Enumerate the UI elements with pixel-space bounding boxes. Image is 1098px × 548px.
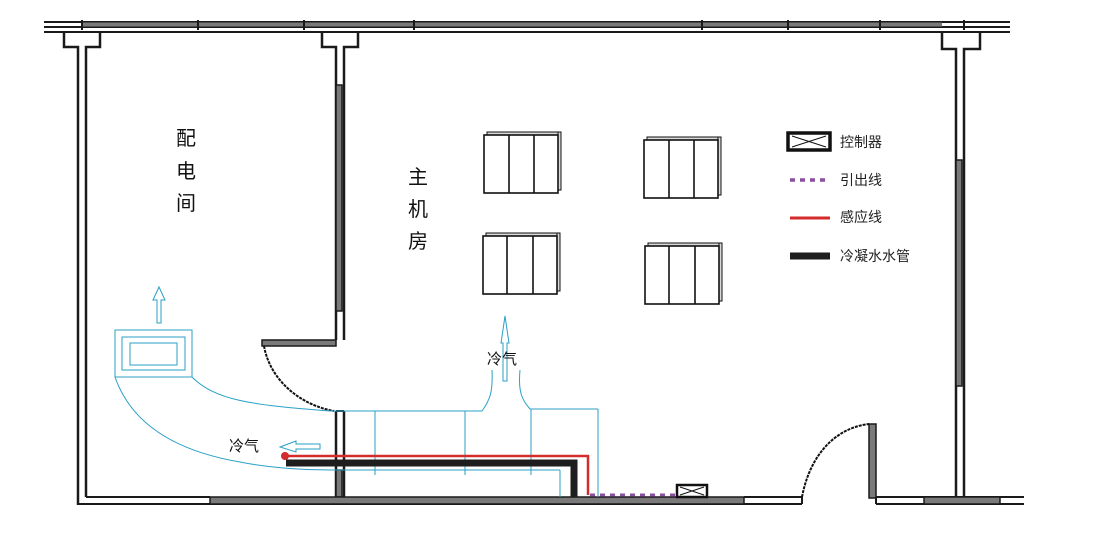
column-right [940, 33, 982, 497]
center-up-arrow-icon [500, 315, 510, 382]
svg-text:机: 机 [408, 197, 428, 221]
top-exterior-wall [44, 20, 1010, 33]
server-rack-3[interactable] [482, 232, 561, 295]
svg-text:引出线: 引出线 [840, 173, 882, 189]
air-duct [114, 369, 599, 497]
svg-text:房: 房 [408, 229, 428, 253]
cold-air-label-left: 冷气 [229, 437, 259, 455]
svg-text:电: 电 [176, 159, 196, 183]
legend-item-sensing-line: 感应线 [790, 209, 882, 226]
door-swing-distribution [263, 345, 335, 412]
svg-text:感应线: 感应线 [840, 209, 882, 226]
cold-air-label-center: 冷气 [487, 350, 517, 368]
server-rack-1[interactable] [483, 131, 562, 194]
room-label-main: 主 机 房 [408, 165, 428, 253]
bottom-exterior-wall [78, 423, 1024, 505]
partition-lower [334, 410, 346, 498]
air-conditioner-unit[interactable] [114, 329, 193, 378]
sensing-line [285, 454, 590, 495]
ac-up-arrow-icon [152, 285, 166, 324]
left-arrow-icon [278, 440, 321, 453]
legend-item-condensate-pipe: 冷凝水水管 [790, 249, 910, 265]
svg-text:冷凝水水管: 冷凝水水管 [840, 249, 910, 265]
svg-text:主: 主 [408, 165, 428, 189]
condensate-pipe [286, 459, 578, 497]
server-rack-4[interactable] [644, 242, 723, 305]
column-middle [320, 33, 360, 340]
server-rack-2[interactable] [643, 136, 722, 199]
room-label-distribution: 配 电 间 [176, 126, 196, 215]
partition-door-wall [261, 310, 345, 347]
svg-text:配: 配 [176, 126, 196, 150]
sensor-dot [281, 452, 289, 460]
svg-text:间: 间 [176, 191, 196, 215]
door-swing-main [801, 423, 870, 498]
legend-item-lead-line: 引出线 [790, 173, 882, 189]
svg-text:控制器: 控制器 [840, 135, 882, 151]
legend: 控制器 引出线 感应线 冷凝水水管 [786, 131, 910, 265]
column-left [62, 33, 102, 505]
controller-icon[interactable] [675, 483, 709, 499]
legend-item-controller: 控制器 [786, 131, 882, 152]
